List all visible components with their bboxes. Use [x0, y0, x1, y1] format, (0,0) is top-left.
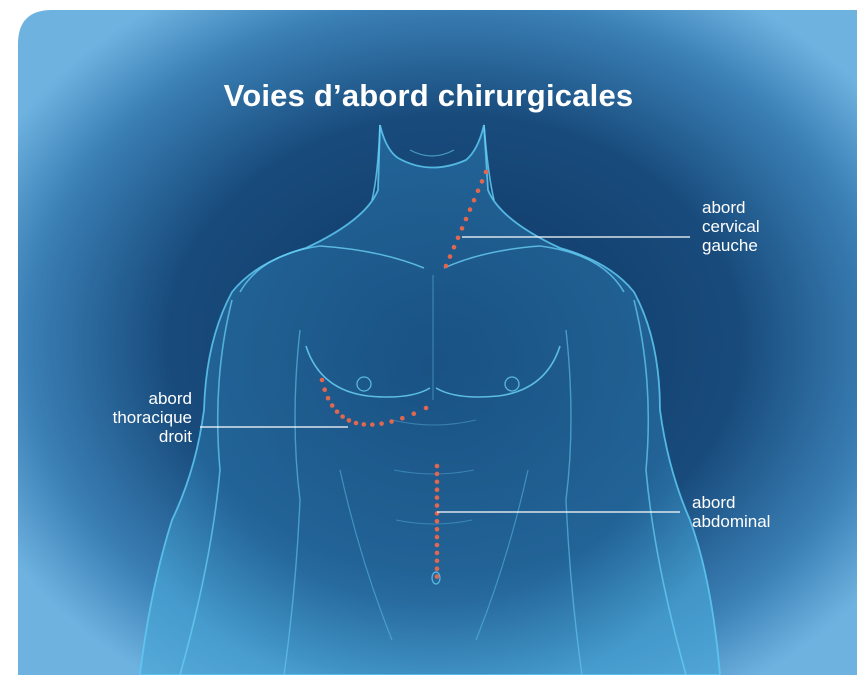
callout-cervical: abord cervical gauche [702, 198, 760, 255]
cervical-incision-dot [460, 226, 465, 231]
abdominal-incision-dot [435, 487, 440, 492]
thoracic-incision-dot [389, 419, 394, 424]
thoracic-incision-dot [330, 403, 335, 408]
thoracic-incision-dot [322, 387, 327, 392]
abdominal-incision-dot [435, 480, 440, 485]
cervical-incision-dot [464, 217, 469, 222]
abdominal-incision-dot [435, 551, 440, 556]
thoracic-incision-dot [347, 418, 352, 423]
cervical-incision-dot [456, 236, 461, 241]
abdominal-incision-dot [435, 495, 440, 500]
callout-thoracique-line-2: thoracique [90, 408, 192, 427]
callout-abdominal-line-1: abord [692, 493, 770, 512]
callout-thoracique: abord thoracique droit [90, 389, 192, 446]
cervical-incision-dot [480, 179, 485, 184]
callout-cervical-line-1: abord [702, 198, 760, 217]
abdominal-incision-dot [435, 574, 440, 579]
callout-cervical-line-3: gauche [702, 236, 760, 255]
abdominal-incision-dot [435, 464, 440, 469]
thoracic-incision-dot [379, 421, 384, 426]
callout-abdominal: abord abdominal [692, 493, 770, 531]
cervical-incision-dot [472, 198, 477, 203]
callout-abdominal-line-2: abdominal [692, 512, 770, 531]
abdominal-incision-dot [435, 535, 440, 540]
abdominal-incision-dot [435, 527, 440, 532]
cervical-incision-dot [476, 189, 481, 194]
thoracic-incision-dot [370, 422, 375, 427]
abdominal-incision-dots [435, 464, 440, 579]
abdominal-incision-dot [435, 566, 440, 571]
thoracic-incision-dot [400, 416, 405, 421]
abdominal-incision-dot [435, 519, 440, 524]
thoracic-incision-dot [326, 396, 331, 401]
thoracic-incision-dot [335, 409, 340, 414]
abdominal-incision-dot [435, 559, 440, 564]
thoracic-incision-dot [354, 421, 359, 426]
thoracic-incision-dot [424, 406, 429, 411]
thoracic-incision-dot [411, 411, 416, 416]
callout-thoracique-line-3: droit [90, 427, 192, 446]
cervical-incision-dot [448, 254, 453, 259]
thoracic-incision-dot [340, 414, 345, 419]
thoracic-incision-dot [320, 378, 325, 383]
callout-cervical-line-2: cervical [702, 217, 760, 236]
abdominal-incision-dot [435, 543, 440, 548]
page-title: Voies d’abord chirurgicales [0, 78, 857, 114]
abdominal-incision-dot [435, 503, 440, 508]
cervical-incision-dot [444, 264, 449, 269]
cervical-incision-dot [484, 170, 489, 175]
cervical-incision-dot [468, 207, 473, 212]
cervical-incision-dot [452, 245, 457, 250]
callout-thoracique-line-1: abord [90, 389, 192, 408]
abdominal-incision-dot [435, 472, 440, 477]
thoracic-incision-dot [361, 422, 366, 427]
